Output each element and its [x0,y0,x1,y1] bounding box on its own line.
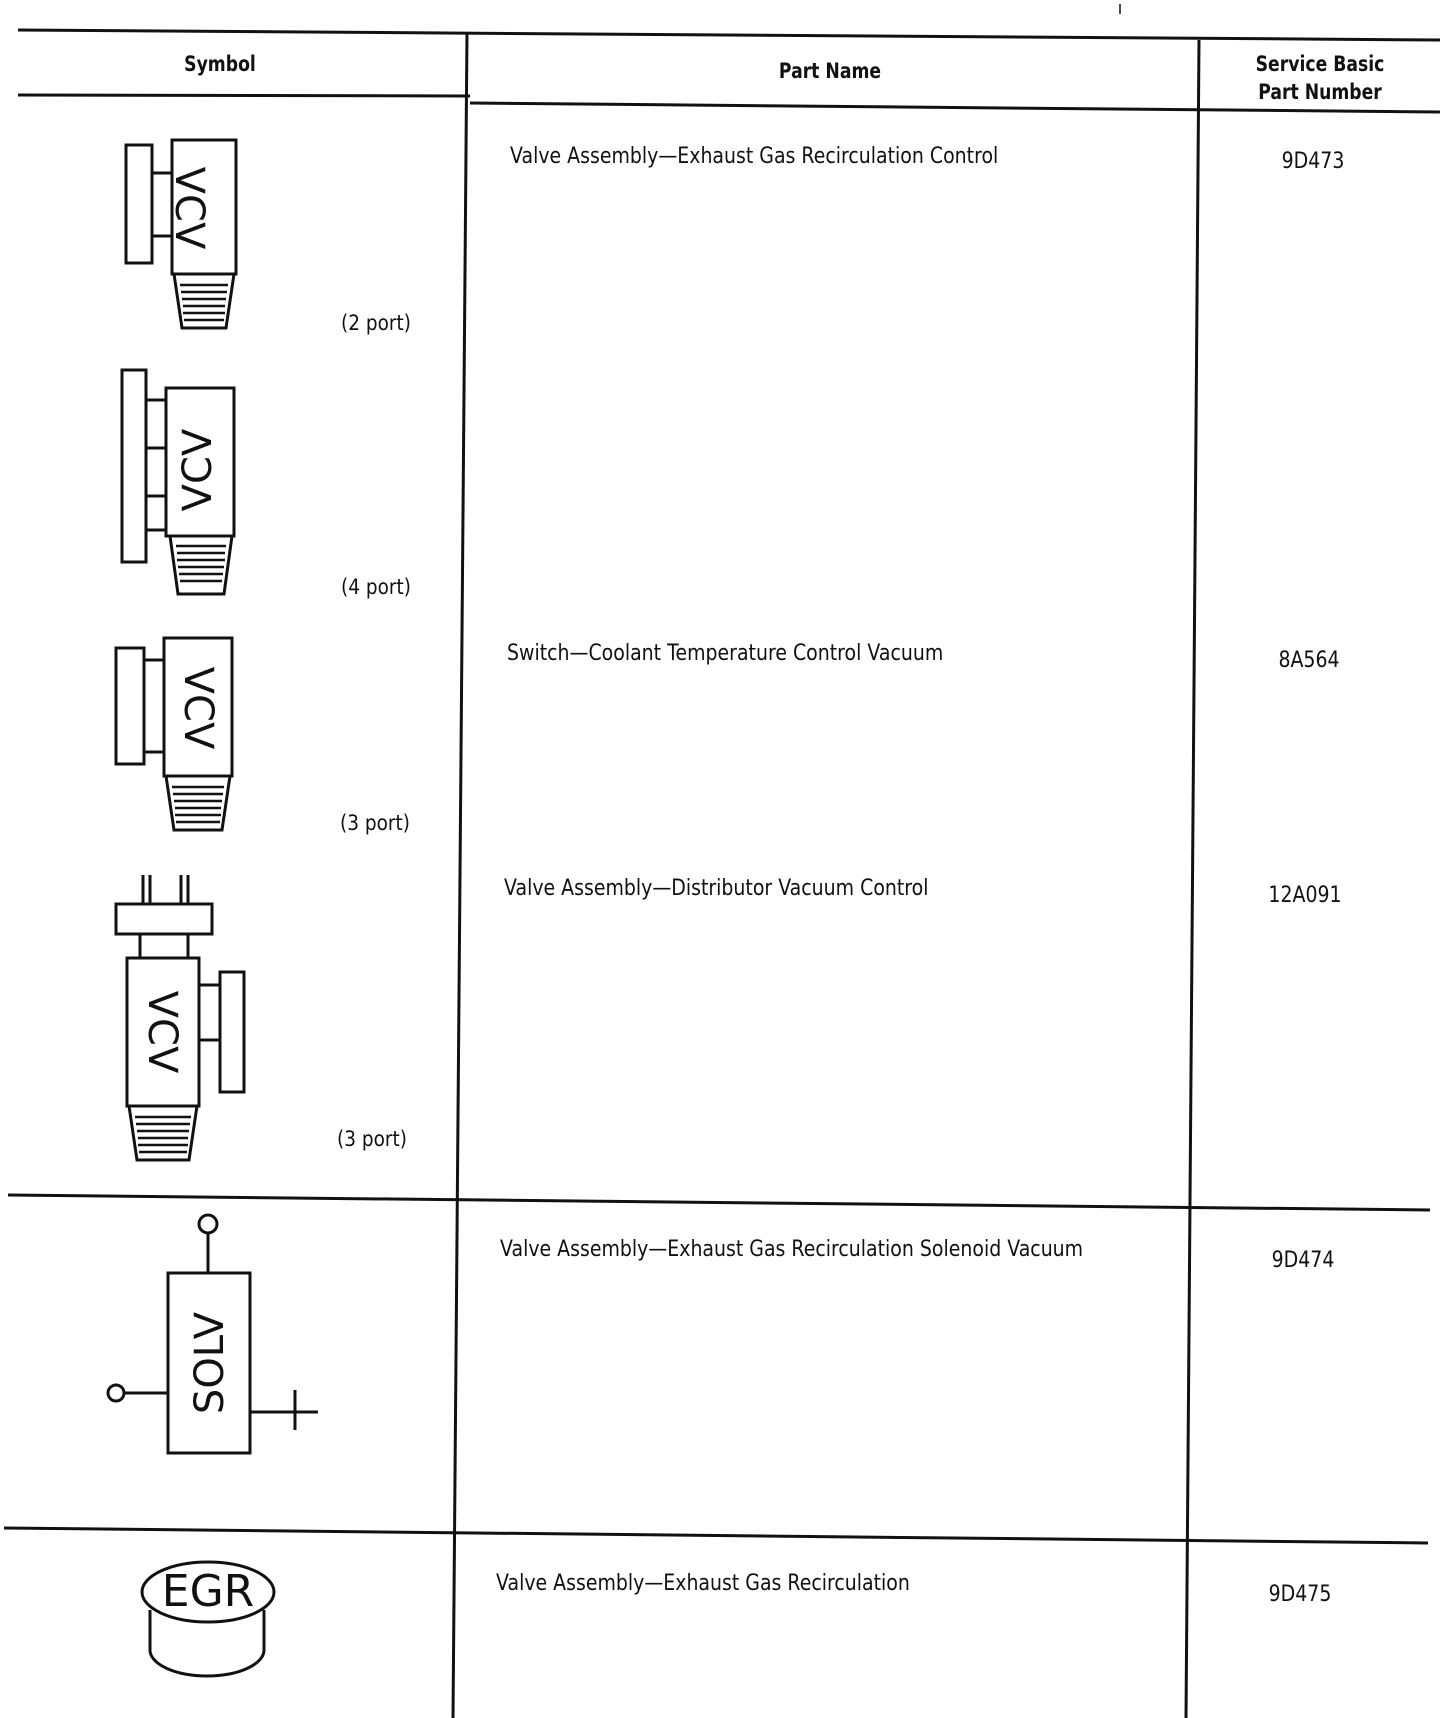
part-name-coolant-switch: Switch—Coolant Temperature Control Vacuu… [507,641,944,666]
header-part-name: Part Name [778,59,882,83]
port-label-4-port: (4 port) [341,575,411,599]
part-number-egr-solenoid-valve: 9D474 [1271,1248,1335,1273]
part-number-egr-control-valve: 9D473 [1281,149,1345,174]
part-number-distributor-valve: 12A091 [1268,883,1342,908]
part-name-distributor-valve: Valve Assembly—Distributor Vacuum Contro… [504,876,929,901]
part-number-egr-valve: 9D475 [1268,1582,1332,1607]
solenoid-valve-label: SOLV [187,1311,233,1414]
header-service-line2: Part Number [1258,80,1382,104]
vcv-3-port-distributor-label: VCV [139,991,185,1074]
part-name-egr-valve: Valve Assembly—Exhaust Gas Recirculation [496,1571,910,1596]
vcv-2-port-label: VCV [166,167,212,250]
port-label-2-port: (2 port) [341,311,411,335]
vcv-3-port-label: VCV [175,667,221,750]
part-name-egr-solenoid-valve: Valve Assembly—Exhaust Gas Recirculation… [500,1237,1084,1262]
part-name-egr-control-valve: Valve Assembly—Exhaust Gas Recirculation… [510,144,999,169]
vcv-4-port-label: VCV [175,428,221,511]
port-label-3-port-distributor: (3 port) [337,1127,407,1151]
part-number-coolant-switch: 8A564 [1278,648,1340,673]
header-service-basic-part-number: Service Basic Part Number [1234,50,1406,106]
egr-valve-label: EGR [162,1566,254,1617]
port-label-3-port-switch: (3 port) [340,811,410,835]
header-service-line1: Service Basic [1255,52,1385,76]
header-symbol: Symbol [184,52,256,76]
